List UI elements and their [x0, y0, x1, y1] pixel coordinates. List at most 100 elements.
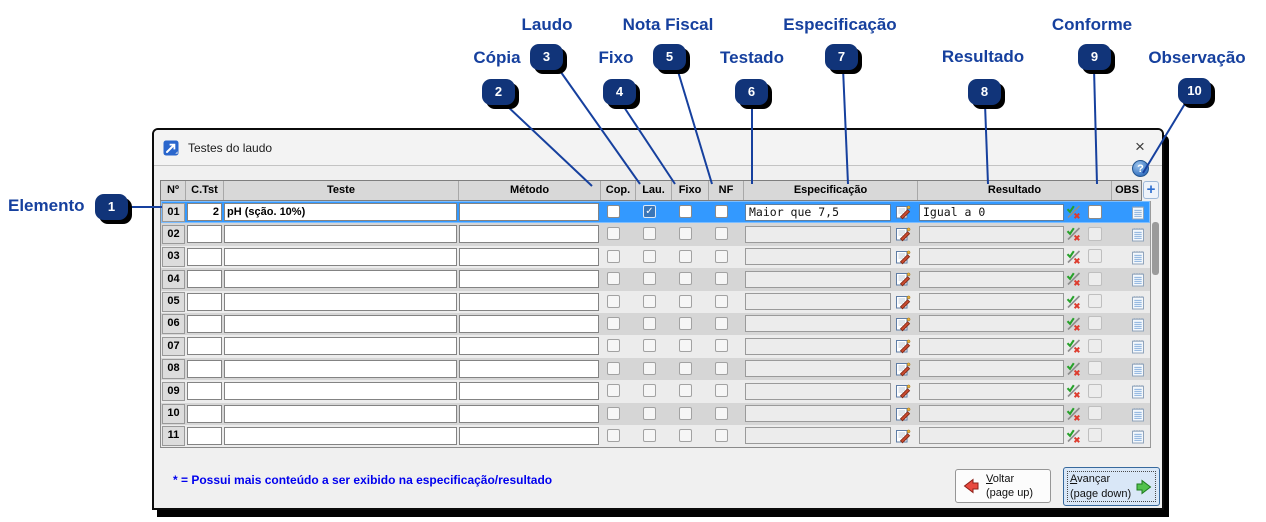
nf-checkbox[interactable]	[715, 249, 728, 263]
especificacao-field[interactable]	[745, 427, 891, 445]
fixo-checkbox[interactable]	[679, 294, 692, 308]
conforme-checkbox[interactable]	[1088, 226, 1102, 241]
table-row[interactable]: 01✓	[161, 201, 1150, 224]
nf-checkbox[interactable]	[715, 361, 728, 375]
metodo-input[interactable]	[459, 203, 599, 221]
lau-checkbox[interactable]	[643, 249, 656, 263]
cop-checkbox[interactable]	[607, 227, 620, 241]
fixo-checkbox[interactable]	[679, 249, 692, 263]
conforme-icon[interactable]	[1066, 406, 1082, 422]
teste-input[interactable]	[224, 314, 457, 333]
ctst-input[interactable]	[187, 337, 222, 356]
cop-checkbox[interactable]	[607, 384, 620, 398]
obs-notepad-icon[interactable]	[1130, 316, 1146, 332]
ctst-input[interactable]	[187, 404, 222, 423]
obs-notepad-icon[interactable]	[1130, 294, 1146, 310]
lau-checkbox[interactable]	[643, 406, 656, 420]
fixo-checkbox[interactable]	[679, 205, 692, 218]
nf-checkbox[interactable]	[715, 339, 728, 353]
conforme-checkbox[interactable]	[1088, 428, 1102, 443]
nf-checkbox[interactable]	[715, 294, 728, 308]
fixo-checkbox[interactable]	[679, 339, 692, 353]
edit-especificacao-icon[interactable]	[895, 406, 911, 422]
vertical-scrollbar[interactable]	[1152, 201, 1159, 447]
conforme-checkbox[interactable]	[1088, 249, 1102, 264]
especificacao-field[interactable]	[745, 315, 891, 333]
obs-notepad-icon[interactable]	[1130, 204, 1146, 220]
especificacao-field[interactable]	[745, 382, 891, 400]
especificacao-field[interactable]	[745, 360, 891, 378]
obs-notepad-icon[interactable]	[1130, 361, 1146, 377]
cop-checkbox[interactable]	[607, 205, 620, 218]
resultado-field[interactable]	[919, 405, 1064, 423]
obs-notepad-icon[interactable]	[1130, 271, 1146, 287]
table-row[interactable]: 11	[161, 424, 1150, 448]
help-icon[interactable]: ?	[1132, 160, 1149, 177]
lau-checkbox[interactable]	[643, 294, 656, 308]
especificacao-field[interactable]	[745, 225, 891, 243]
conforme-icon[interactable]	[1066, 383, 1082, 399]
especificacao-field[interactable]	[745, 337, 891, 355]
ctst-input[interactable]	[187, 225, 222, 244]
conforme-checkbox[interactable]	[1088, 316, 1102, 331]
teste-input[interactable]	[224, 247, 457, 266]
ctst-input[interactable]	[187, 292, 222, 311]
especificacao-field[interactable]	[745, 270, 891, 288]
avancar-button[interactable]: Avançar(page down)	[1063, 467, 1160, 506]
cop-checkbox[interactable]	[607, 294, 620, 308]
conforme-icon[interactable]	[1066, 316, 1082, 332]
resultado-field[interactable]	[919, 337, 1064, 355]
obs-notepad-icon[interactable]	[1130, 226, 1146, 242]
conforme-icon[interactable]	[1066, 249, 1082, 265]
metodo-input[interactable]	[459, 426, 599, 445]
ctst-input[interactable]	[187, 382, 222, 401]
edit-especificacao-icon[interactable]	[895, 361, 911, 377]
metodo-input[interactable]	[459, 337, 599, 356]
teste-input[interactable]	[224, 203, 457, 221]
resultado-field[interactable]	[919, 293, 1064, 311]
lau-checkbox[interactable]: ✓	[643, 205, 656, 218]
metodo-input[interactable]	[459, 247, 599, 266]
obs-notepad-icon[interactable]	[1130, 428, 1146, 444]
resultado-field[interactable]	[919, 225, 1064, 243]
edit-especificacao-icon[interactable]	[895, 338, 911, 354]
table-row[interactable]: 04	[161, 268, 1150, 291]
conforme-checkbox[interactable]	[1088, 204, 1102, 219]
ctst-input[interactable]	[187, 270, 222, 289]
fixo-checkbox[interactable]	[679, 316, 692, 330]
conforme-checkbox[interactable]	[1088, 271, 1102, 286]
fixo-checkbox[interactable]	[679, 406, 692, 420]
ctst-input[interactable]	[187, 426, 222, 445]
conforme-icon[interactable]	[1066, 204, 1082, 220]
nf-checkbox[interactable]	[715, 272, 728, 286]
teste-input[interactable]	[224, 270, 457, 289]
conforme-icon[interactable]	[1066, 361, 1082, 377]
metodo-input[interactable]	[459, 382, 599, 401]
obs-notepad-icon[interactable]	[1130, 338, 1146, 354]
edit-especificacao-icon[interactable]	[895, 294, 911, 310]
scrollbar-thumb[interactable]	[1152, 222, 1159, 275]
table-row[interactable]: 09	[161, 380, 1150, 403]
edit-especificacao-icon[interactable]	[895, 226, 911, 242]
voltar-button[interactable]: Voltar(page up)	[955, 469, 1051, 503]
lau-checkbox[interactable]	[643, 227, 656, 241]
ctst-input[interactable]	[187, 203, 222, 221]
teste-input[interactable]	[224, 404, 457, 423]
table-row[interactable]: 10	[161, 402, 1150, 425]
resultado-field[interactable]	[919, 248, 1064, 266]
obs-notepad-icon[interactable]	[1130, 406, 1146, 422]
edit-especificacao-icon[interactable]	[895, 316, 911, 332]
metodo-input[interactable]	[459, 225, 599, 244]
teste-input[interactable]	[224, 337, 457, 356]
resultado-field[interactable]	[919, 315, 1064, 333]
cop-checkbox[interactable]	[607, 272, 620, 286]
lau-checkbox[interactable]	[643, 316, 656, 330]
ctst-input[interactable]	[187, 314, 222, 333]
teste-input[interactable]	[224, 426, 457, 445]
especificacao-field[interactable]	[745, 293, 891, 311]
cop-checkbox[interactable]	[607, 361, 620, 375]
cop-checkbox[interactable]	[607, 428, 620, 442]
metodo-input[interactable]	[459, 292, 599, 311]
conforme-icon[interactable]	[1066, 294, 1082, 310]
conforme-checkbox[interactable]	[1088, 338, 1102, 353]
